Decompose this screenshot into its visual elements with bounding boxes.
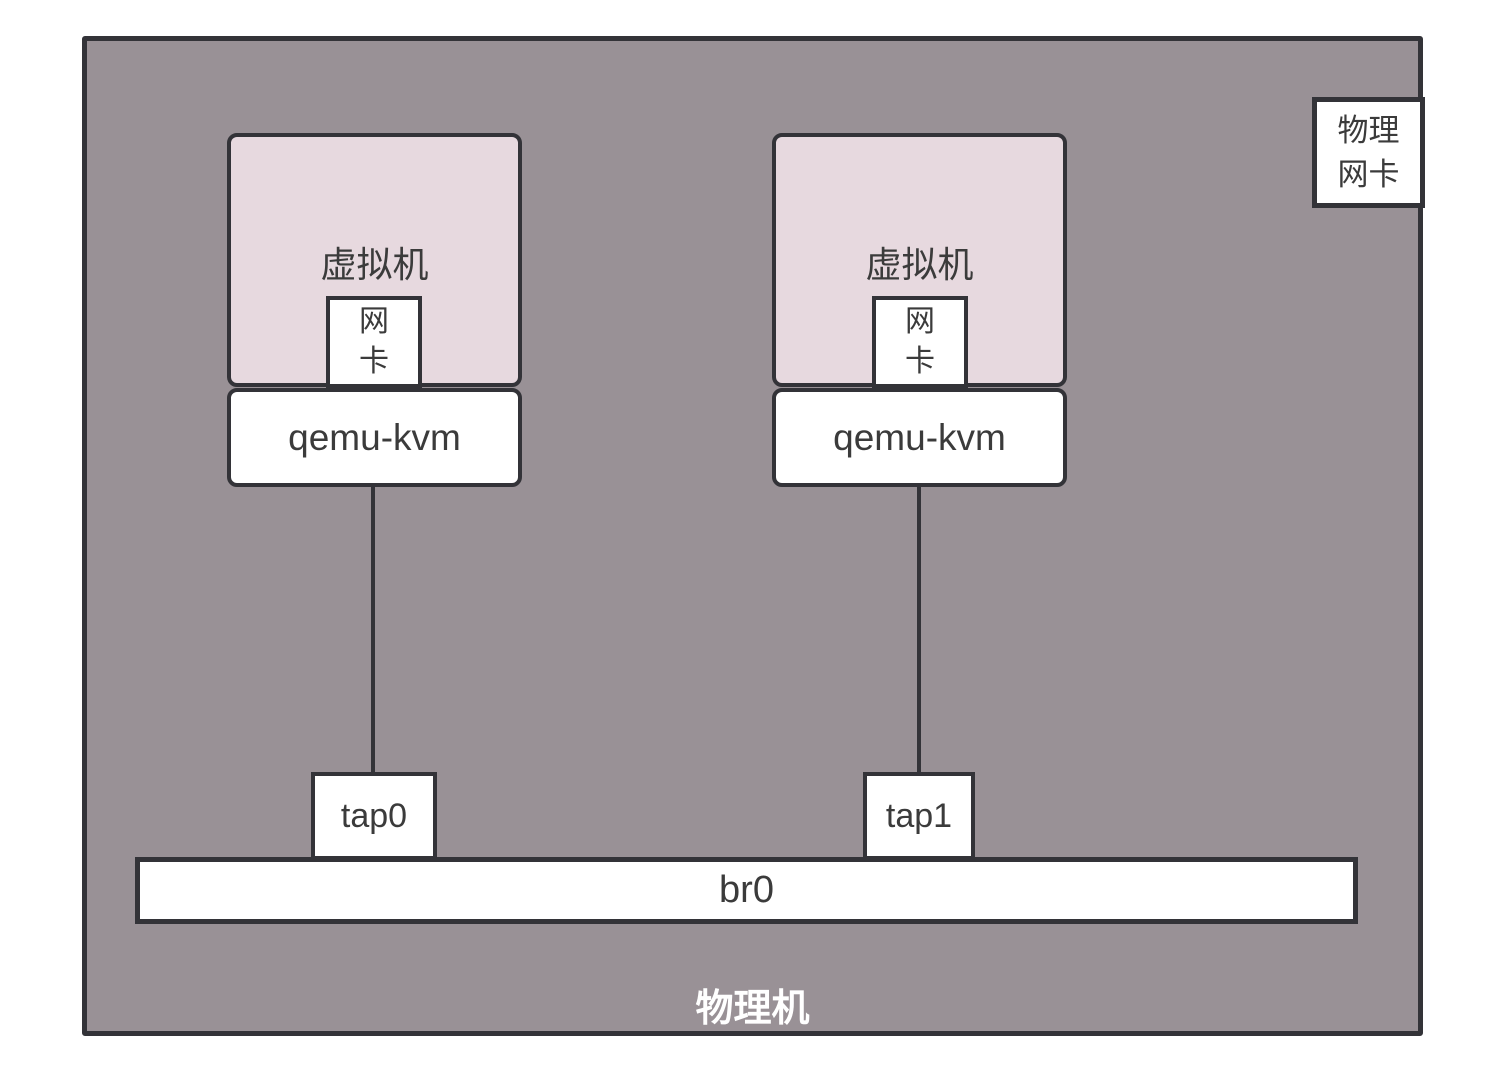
vm2-label: 虚拟机 [865, 244, 974, 285]
vm1-nic-label: 网卡 [359, 305, 389, 378]
physical-host-label: 物理机 [695, 988, 810, 1030]
bridge-br0-box: br0 [135, 857, 1358, 924]
vm2-nic-label: 网卡 [905, 305, 935, 378]
vm2-qemu-kvm-box: qemu-kvm [772, 388, 1067, 487]
tap0-label: tap0 [340, 796, 408, 835]
tap0-box: tap0 [311, 772, 437, 860]
vm2-nic-box: 网卡 [872, 296, 968, 388]
vm1-qemu-kvm-label: qemu-kvm [288, 416, 461, 458]
vm1-nic-box: 网卡 [326, 296, 422, 388]
bridge-br0-label: br0 [719, 869, 774, 911]
physical-nic-box: 物理网卡 [1312, 97, 1425, 208]
tap1-box: tap1 [863, 772, 975, 860]
vm1-tap0-connector-line [371, 487, 375, 774]
vm1-qemu-kvm-box: qemu-kvm [227, 388, 522, 487]
vm2-qemu-kvm-label: qemu-kvm [833, 416, 1006, 458]
tap1-label: tap1 [885, 796, 953, 835]
physical-nic-label: 物理网卡 [1337, 112, 1400, 192]
vm2-tap1-connector-line [917, 487, 921, 774]
vm1-label: 虚拟机 [320, 244, 429, 285]
